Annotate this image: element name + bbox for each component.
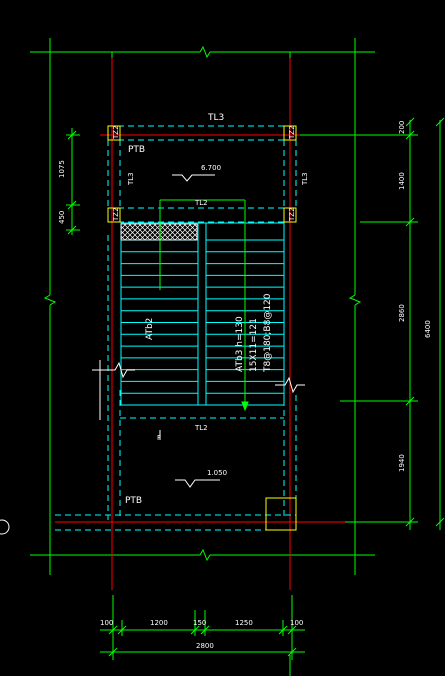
hatched-slab (120, 223, 198, 241)
label-elev-top: 6.700 (201, 164, 221, 172)
beam-outlines (55, 125, 297, 531)
label-break-f: F (157, 434, 161, 442)
label-tz2-c: TZ2 (112, 207, 120, 222)
dim-right-200: 200 (398, 121, 406, 134)
break-marks (92, 360, 305, 440)
dim-bottom-150: 150 (193, 619, 206, 627)
label-tl2-bottom: TL2 (194, 424, 208, 432)
label-ptb-top: PTB (128, 145, 145, 155)
dim-bottom-1200: 1200 (150, 619, 168, 627)
label-treads: 15X11=121 (249, 318, 259, 372)
label-elev-bottom: 1.050 (207, 469, 227, 477)
dim-right-2860: 2860 (398, 304, 406, 322)
dim-bottom-100b: 100 (290, 619, 303, 627)
left-dimensions (66, 128, 80, 235)
label-tz2-d: TZ2 (288, 207, 296, 222)
columns (107, 125, 297, 531)
elevation-markers (172, 174, 220, 488)
label-rebar: T8@180;B8@120 (263, 293, 273, 373)
label-ptb-bottom: PTB (125, 496, 142, 506)
grid-axes (30, 38, 375, 575)
label-tl2-top: TL2 (194, 199, 208, 207)
bottom-dimensions (100, 595, 305, 676)
label-tl3-left: TL3 (127, 172, 135, 186)
label-tl3-right: TL3 (301, 172, 309, 186)
axis-bubble (0, 519, 10, 535)
stair-flights (120, 222, 285, 406)
dim-left-450: 450 (58, 211, 66, 224)
dim-bottom-100a: 100 (100, 619, 113, 627)
dim-bottom-1250: 1250 (235, 619, 253, 627)
dim-right-1400: 1400 (398, 172, 406, 190)
label-atb2: ATb2 (145, 318, 155, 340)
label-tz2-b: TZ2 (288, 125, 296, 140)
right-dimensions (300, 117, 445, 530)
dim-right-total: 6400 (424, 320, 432, 338)
label-atb3: ATb3 h=130 (235, 316, 245, 372)
dim-right-1940: 1940 (398, 454, 406, 472)
label-tl3-top: TL3 (207, 113, 224, 123)
dim-bottom-total: 2800 (196, 642, 214, 650)
walking-line (159, 199, 249, 412)
dim-left-1075: 1075 (58, 160, 66, 178)
label-tz2-a: TZ2 (112, 125, 120, 140)
